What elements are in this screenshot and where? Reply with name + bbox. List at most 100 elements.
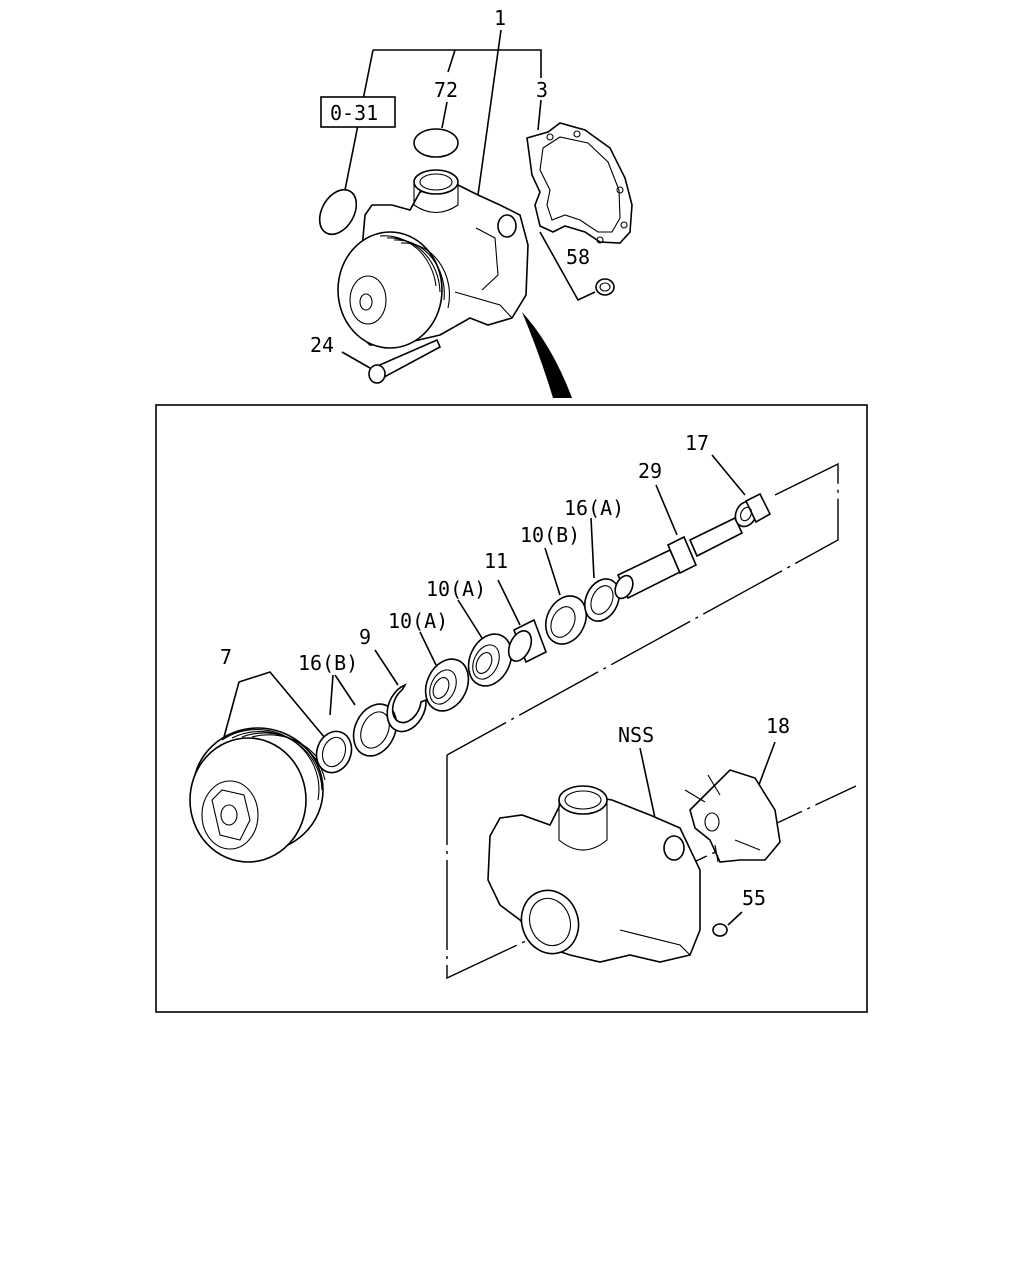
leader-11 (497, 579, 521, 626)
spacer-11-end (507, 630, 533, 662)
callout-bracket-1 (373, 49, 542, 78)
label-10a-left: 10(A) (388, 609, 448, 633)
plug-58-inner (599, 282, 611, 292)
gasket-hole (546, 133, 554, 141)
leader-10a-left (419, 631, 437, 666)
o-ring-small (318, 188, 358, 236)
perspective-line-lower (446, 755, 857, 980)
label-7: 7 (220, 645, 232, 669)
leader-nss (639, 747, 656, 819)
label-24: 24 (310, 333, 334, 357)
leader-58-line (539, 231, 596, 302)
bearing-10a-left-inner (432, 677, 450, 699)
pulley-groove (386, 237, 441, 293)
gasket-hole (573, 130, 581, 138)
shaft-29-collar (666, 535, 698, 575)
bearing-10b (544, 595, 588, 645)
pump-neck (413, 184, 459, 214)
top-assembly (318, 29, 633, 398)
pump-outlet-nss-inner (564, 790, 602, 810)
snap-ring-9 (386, 683, 427, 733)
leader-17 (711, 454, 746, 496)
leader-10a-right (457, 599, 483, 639)
leader-16b (334, 674, 356, 706)
seal-16b-inner (360, 711, 390, 749)
gasket-hole (596, 236, 604, 244)
impeller-hub (704, 812, 720, 832)
pulley-groove (393, 239, 445, 301)
gasket-3-inner (539, 136, 621, 233)
plug-58 (595, 278, 615, 296)
seal-16b (352, 703, 398, 757)
label-18: 18 (766, 714, 790, 738)
detail-frame (155, 404, 868, 1013)
bearing-10a-left-race (429, 669, 457, 705)
leader-9 (374, 649, 399, 686)
pulley-top (337, 231, 443, 349)
pulley-7-flange (211, 789, 251, 841)
pump-rib (475, 227, 499, 291)
shaft-29-end (614, 574, 634, 600)
pulley-center-top (359, 293, 373, 311)
label-10a-right: 10(A) (426, 577, 486, 601)
leader-24 (341, 351, 371, 369)
labels: 1 72 3 0-31 58 24 7 16(B) 9 10(A) 10(A) … (220, 6, 790, 910)
seal-17-inner (740, 506, 752, 522)
label-17: 17 (685, 431, 709, 455)
leader-72 (441, 101, 448, 129)
pump-rib-lower (454, 291, 513, 319)
label-9: 9 (359, 625, 371, 649)
label-72: 72 (434, 78, 458, 102)
leader-16a (590, 517, 595, 579)
seal-small (315, 730, 353, 774)
label-1: 1 (494, 6, 506, 30)
leader-10b (544, 547, 561, 596)
leader-18 (756, 741, 776, 791)
leader-16b-small (329, 674, 334, 716)
seal-16a (583, 578, 621, 622)
o-ring-72 (413, 128, 459, 158)
leader-72-bracket (447, 49, 456, 73)
pump-body-nss (487, 794, 701, 963)
gasket-hole (620, 221, 628, 229)
plug-55 (712, 923, 728, 937)
label-16b: 16(B) (298, 651, 358, 675)
pulley-hub-top (349, 275, 387, 325)
leader-55 (727, 911, 743, 926)
label-55: 55 (742, 886, 766, 910)
leader-7 (223, 681, 240, 738)
pump-neck-nss (558, 800, 608, 851)
pulley-7-face (189, 737, 307, 863)
callout-bracket-7 (238, 671, 326, 739)
leader-3 (537, 99, 542, 131)
pump-inlet-nss-inner (528, 897, 572, 947)
label-10b: 10(B) (520, 523, 580, 547)
leader-1 (477, 29, 502, 196)
leader-29 (655, 484, 678, 536)
impeller-18 (689, 769, 781, 863)
detail-arrow (522, 312, 572, 398)
seal-16a-inner (590, 585, 614, 615)
seal-17-body (744, 492, 772, 524)
bolt-head (368, 364, 386, 384)
shaft-29-tip (688, 516, 744, 558)
bearing-10a-left (424, 658, 470, 712)
perspective-line-upper (446, 462, 839, 756)
seal-small-inner (321, 736, 347, 768)
pulley-7-groove (231, 731, 323, 791)
bearing-10a-right (467, 633, 513, 687)
gasket-3 (526, 122, 633, 244)
pump-port-nss (663, 835, 685, 861)
label-nss: NSS (618, 723, 654, 747)
ref-box (320, 96, 396, 128)
pump-port (497, 214, 517, 238)
pulley-7-hub (201, 780, 259, 850)
pump-rib-nss (619, 929, 691, 956)
label-11: 11 (484, 549, 508, 573)
pulley-groove (379, 235, 437, 287)
detail-parts (189, 454, 781, 963)
bearing-10a-right-inner (475, 652, 493, 674)
label-29: 29 (638, 459, 662, 483)
bearing-10b-race (550, 606, 576, 638)
